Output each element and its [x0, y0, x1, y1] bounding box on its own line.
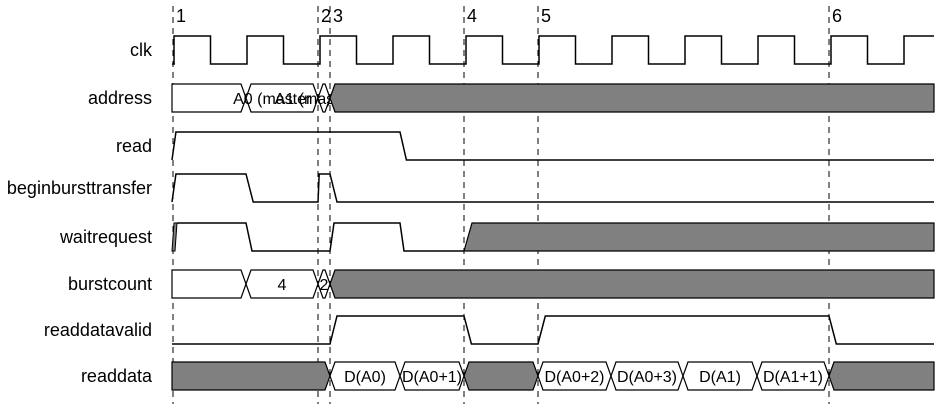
waveform-burstcount-value: 4: [278, 277, 287, 294]
waveform-readdata-value: D(A1+1): [763, 369, 823, 386]
signal-label-waitrequest: waitrequest: [59, 227, 152, 247]
signal-label-readdata: readdata: [81, 366, 153, 386]
marker-label: 5: [541, 6, 551, 26]
waveform-burstcount-value: 2: [320, 277, 329, 294]
waveform-burstcount-segment: [171, 269, 247, 299]
waveform-clk: [172, 35, 934, 65]
signal-label-address: address: [88, 88, 152, 108]
waveform-address-value: A0 (master A): [233, 91, 331, 108]
waveform-waitrequest-segment: [463, 222, 935, 252]
waveform-readdata-segment: [463, 361, 539, 391]
marker-label: 3: [333, 6, 343, 26]
waveform-readdata-value: D(A0+2): [544, 369, 604, 386]
waveform-readdata-value: D(A0+1): [402, 369, 462, 386]
signal-label-read: read: [116, 136, 152, 156]
waveform-readdata-segment: [828, 361, 935, 391]
marker-label: 1: [176, 6, 186, 26]
waveform-readdata-value: D(A0): [344, 369, 386, 386]
marker-label: 6: [832, 6, 842, 26]
signal-label-beginbursttransfer: beginbursttransfer: [7, 178, 152, 198]
waveform-address-segment: [329, 83, 935, 113]
signal-label-clk: clk: [130, 40, 153, 60]
waveform-readdata-value: D(A0+3): [617, 369, 677, 386]
waveform-read: [171, 131, 934, 161]
signal-label-burstcount: burstcount: [68, 274, 152, 294]
signal-label-readdatavalid: readdatavalid: [44, 320, 152, 340]
marker-label: 2: [321, 6, 331, 26]
waveform-waitrequest-wave: [177, 222, 464, 252]
waveform-beginbursttransfer: [171, 173, 934, 203]
waveform-readdata-value: D(A1): [699, 369, 741, 386]
signal-label-layer: clk address read beginbursttransfer waitrequ…: [7, 40, 153, 386]
waveform-readdata-segment: [171, 361, 331, 391]
marker-label: 4: [467, 6, 477, 26]
waveform-burstcount-segment: [329, 269, 935, 299]
waveform-readdatavalid: [172, 315, 934, 345]
